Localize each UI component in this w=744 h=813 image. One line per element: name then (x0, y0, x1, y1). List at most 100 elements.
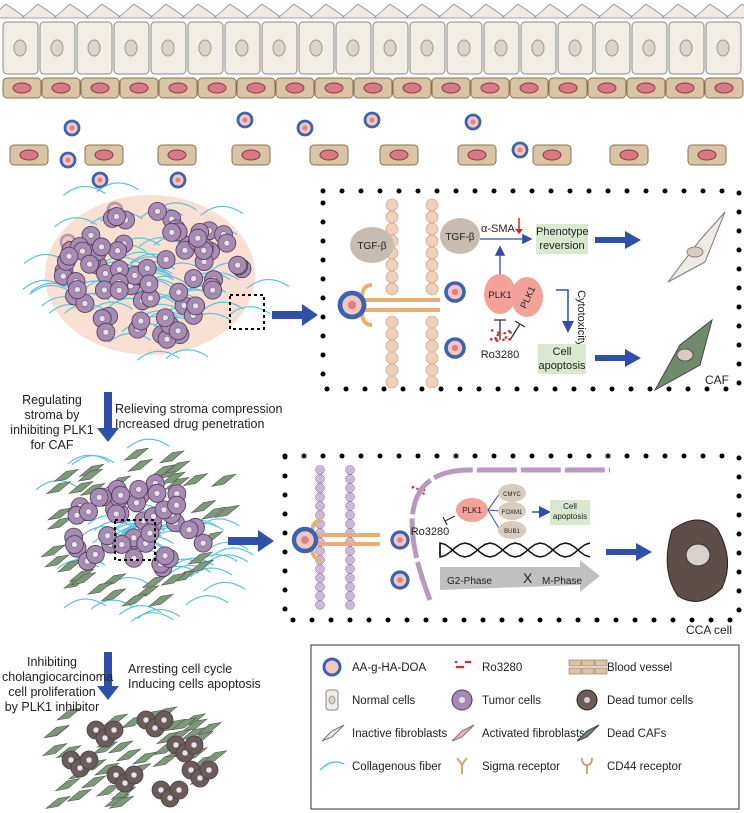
tumor-cell-nucleus (162, 553, 168, 559)
blood-vessel-cell (393, 78, 431, 98)
nanoparticle-core (397, 577, 403, 583)
plk1-nuclear-label: PLK1 (462, 506, 482, 515)
fibroblast (133, 752, 157, 764)
tumor-cell-nucleus (210, 287, 216, 293)
squamous-cell (534, 4, 570, 18)
fibroblast (143, 576, 167, 588)
ro3280-dot (496, 334, 499, 337)
blood-vessel-cell-nucleus (20, 150, 38, 160)
tumor-cell-nucleus (86, 509, 92, 515)
fibroblast (67, 789, 91, 801)
squamous-cell (502, 4, 538, 18)
tumor-cell-nucleus (79, 248, 85, 254)
squamous-cell (726, 4, 744, 18)
normal-cell-icon (326, 690, 338, 710)
lipid-head (346, 520, 355, 529)
shape (465, 661, 468, 664)
nanoparticle (171, 173, 185, 187)
lipid-head (386, 316, 398, 328)
blood-vessel-cell (458, 145, 496, 165)
nanoparticle-core (397, 537, 403, 543)
blood-vessel-cell-nucleus (676, 83, 694, 93)
tumor-cell-nucleus (147, 530, 153, 536)
blood-vessel-cell (276, 78, 314, 98)
normal-cell-nucleus (236, 40, 248, 56)
legend-label: Activated fibroblasts (482, 728, 585, 740)
lipid-head (386, 340, 398, 352)
lipid-head (346, 511, 355, 520)
dead-tumor-cell-nucleus (111, 727, 117, 733)
blood-vessel-cell (120, 78, 158, 98)
squamous-cell (182, 4, 218, 18)
squamous-cell (598, 4, 634, 18)
ro3280-dots-top (490, 329, 512, 342)
squamous-cell (374, 4, 410, 18)
tumor-cell-nucleus (60, 273, 66, 279)
tumor-cell-nucleus (175, 328, 181, 334)
tumor-cell-nucleus (99, 316, 105, 322)
phenotype-reversion-label: Phenotype reversion (536, 225, 588, 253)
tumor-cell-nucleus (147, 295, 153, 301)
lipid-head (316, 484, 325, 493)
fibroblast (47, 482, 71, 494)
lipid-head (316, 574, 325, 583)
blood-vessel-cell-nucleus (442, 83, 460, 93)
lipid-head (316, 466, 325, 475)
caf-label: CAF (705, 373, 729, 387)
shape (329, 696, 335, 704)
fibroblast (124, 448, 148, 460)
ro3280-dot (491, 329, 494, 332)
tumor-cell-nucleus (134, 500, 140, 506)
ro3280-dot (503, 332, 506, 335)
normal-cell-nucleus (458, 40, 470, 56)
nanoparticle (446, 339, 464, 357)
blood-vessel-cell-nucleus (715, 83, 733, 93)
tumor-cell-nucleus (87, 261, 93, 267)
tumor-cell-nucleus (162, 315, 168, 321)
lipid-head (346, 493, 355, 502)
squamous-cell (470, 4, 506, 18)
fibroblast (102, 589, 126, 601)
tumor-cell-nucleus (71, 542, 77, 548)
normal-cell-nucleus (569, 40, 581, 56)
tumor-cell-nucleus (115, 248, 121, 254)
collagen-fiber (127, 439, 169, 448)
legend-label: CD44 receptor (607, 761, 682, 773)
lipid-head (346, 601, 355, 610)
shape (595, 660, 607, 666)
tumor-cell-nucleus (74, 287, 80, 293)
tumor-cell-nucleus (103, 329, 109, 335)
lipid-head (346, 556, 355, 565)
tumor-cell-nucleus (193, 303, 199, 309)
squamous-cell (22, 4, 58, 18)
lipid-head (426, 259, 438, 271)
step1-right-text-1: Relieving stroma compression (115, 402, 282, 417)
tumor-cell-nucleus (118, 492, 124, 498)
nanoparticle-core (452, 345, 458, 351)
step2-right-text-2: Inducing cells apoptosis (128, 677, 261, 692)
blood-vessel-cell (42, 78, 80, 98)
squamous-cell (406, 4, 442, 18)
lipid-head (346, 466, 355, 475)
arrow-to-cca-cell (606, 543, 652, 561)
normal-cell-nucleus (384, 40, 396, 56)
reversed-fibroblast-nucleus (687, 247, 703, 257)
normal-cell-nucleus (717, 40, 729, 56)
nanoparticle (238, 113, 252, 127)
fibroblast (128, 459, 152, 471)
lipid-head (316, 583, 325, 592)
blood-vessel-cell-nucleus (242, 150, 260, 160)
tumor-cell-nucleus (131, 535, 137, 541)
fibroblast (54, 469, 78, 481)
lipid-head (346, 475, 355, 484)
tumor-cell-nucleus (224, 240, 230, 246)
tumor-cell-nucleus (102, 271, 108, 277)
nanoparticle (392, 572, 408, 588)
lipid-head (426, 328, 438, 340)
nanoparticle-icon (324, 659, 340, 675)
blood-vessel-cell-nucleus (286, 83, 304, 93)
normal-cell-nucleus (347, 40, 359, 56)
tumor-cell-nucleus (191, 276, 197, 282)
tumor-cell-nucleus (82, 301, 88, 307)
